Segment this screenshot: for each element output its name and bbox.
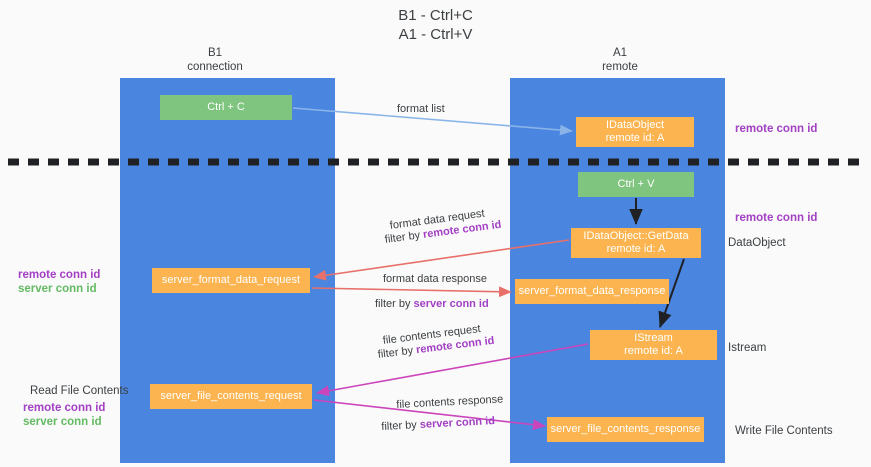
column-header-b1: B1 connection <box>155 47 275 74</box>
annotation-write-file-contents: Write File Contents <box>735 425 833 437</box>
node-server-format-data-response-label: server_format_data_response <box>518 285 666 297</box>
filter-key: server conn id <box>419 415 496 431</box>
node-idataobject[interactable]: IDataObject remote id: A <box>576 117 694 147</box>
node-ctrl-v[interactable]: Ctrl + V <box>578 172 694 197</box>
edge-label-format-data-response: format data response <box>383 273 487 285</box>
edge-label-file-contents-response: file contents response <box>396 393 504 411</box>
annotation-left-server-conn-id-bottom: server conn id <box>23 416 102 428</box>
node-istream-label: IStream <box>634 332 673 344</box>
annotation-remote-conn-id-mid: remote conn id <box>735 212 818 224</box>
column-header-b1-role: connection <box>187 60 243 73</box>
node-ctrl-v-label: Ctrl + V <box>617 178 655 190</box>
filter-prefix: filter by <box>377 344 417 361</box>
node-server-format-data-request[interactable]: server_format_data_request <box>152 268 310 293</box>
node-server-file-contents-response-label: server_file_contents_response <box>550 423 701 435</box>
column-header-a1-role: remote <box>602 60 638 73</box>
annotation-left-conn-ids-bottom: remote conn id server conn id <box>23 401 105 429</box>
annotation-left-server-conn-id-mid: server conn id <box>18 283 97 295</box>
node-server-file-contents-response[interactable]: server_file_contents_response <box>547 417 704 442</box>
annotation-left-remote-conn-id-bottom: remote conn id <box>23 402 106 414</box>
filter-prefix: filter by <box>384 228 424 246</box>
annotation-dataobject: DataObject <box>728 237 786 249</box>
page-title: B1 - Ctrl+C A1 - Ctrl+V <box>0 6 871 44</box>
filter-key: server conn id <box>413 298 489 310</box>
node-istream[interactable]: IStream remote id: A <box>590 330 717 360</box>
annotation-remote-conn-id-top: remote conn id <box>735 123 818 135</box>
edge-label-file-contents-response-filter: filter by server conn id <box>381 414 495 434</box>
node-getdata-sub: remote id: A <box>606 243 666 255</box>
edge-label-format-data-response-filter: filter by server conn id <box>375 297 489 311</box>
node-server-format-data-response[interactable]: server_format_data_response <box>515 279 669 304</box>
annotation-left-conn-ids-mid: remote conn id server conn id <box>18 268 100 296</box>
node-idataobject-getdata[interactable]: IDataObject::GetData remote id: A <box>571 228 701 258</box>
node-ctrl-c-label: Ctrl + C <box>207 101 245 113</box>
title-line-1: B1 - Ctrl+C <box>398 7 473 24</box>
column-header-a1-name: A1 <box>612 47 628 59</box>
node-server-format-data-request-label: server_format_data_request <box>161 274 301 286</box>
arrow-format-data-response <box>311 286 512 298</box>
column-header-a1: A1 remote <box>560 47 680 74</box>
annotation-istream: Istream <box>728 342 767 354</box>
node-idataobject-label: IDataObject <box>605 119 665 131</box>
node-istream-sub: remote id: A <box>624 345 683 357</box>
node-server-file-contents-request[interactable]: server_file_contents_request <box>150 384 312 409</box>
node-idataobject-sub: remote id: A <box>605 132 665 144</box>
annotation-left-remote-conn-id-mid: remote conn id <box>18 269 101 281</box>
filter-prefix: filter by <box>375 298 414 310</box>
filter-prefix: filter by <box>381 418 421 433</box>
edge-label-format-list: format list <box>397 103 445 115</box>
column-header-b1-name: B1 <box>207 47 223 59</box>
title-line-2: A1 - Ctrl+V <box>398 26 473 43</box>
node-ctrl-c[interactable]: Ctrl + C <box>160 95 292 120</box>
node-server-file-contents-request-label: server_file_contents_request <box>160 390 302 402</box>
node-getdata-label: IDataObject::GetData <box>583 230 689 242</box>
annotation-read-file-contents: Read File Contents <box>30 385 129 397</box>
